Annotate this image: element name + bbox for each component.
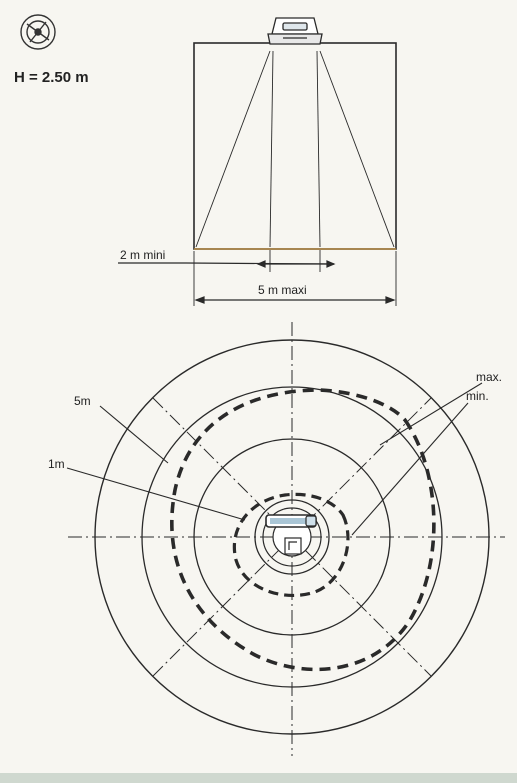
min-distance-label: 2 m mini — [120, 248, 165, 262]
max-distance-dimension — [193, 251, 397, 306]
min-dashed-zone — [232, 492, 350, 597]
room-section — [193, 42, 397, 250]
max-distance-label: 5 m maxi — [258, 283, 307, 297]
bottom-strip — [0, 773, 517, 783]
min-label: min. — [466, 389, 489, 403]
radius-5m-label: 5m — [74, 394, 91, 408]
round-detector-icon — [20, 14, 56, 50]
height-label: H = 2.50 m — [14, 69, 89, 86]
min-distance-dimension — [118, 250, 336, 272]
radius-1m-label: 1m — [48, 457, 65, 471]
sensor-plan-icon — [265, 514, 317, 557]
leader-lines — [66, 382, 483, 536]
max-dashed-zone — [170, 388, 436, 672]
max-label: max. — [476, 370, 502, 384]
ceiling-sensor-icon — [267, 17, 323, 45]
